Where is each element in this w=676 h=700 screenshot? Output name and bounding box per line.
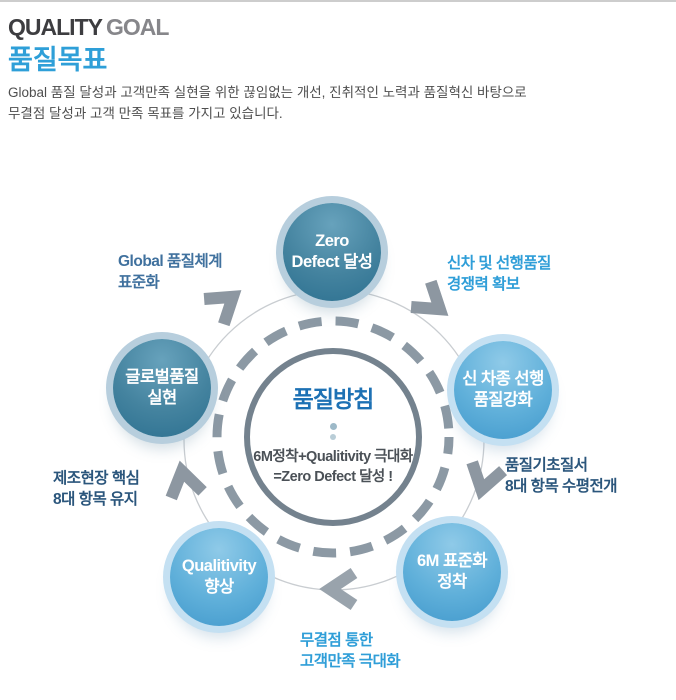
caption-global-standardization: Global 품질체계 표준화 <box>118 253 223 291</box>
flow-arrow-top-left-icon <box>203 290 242 327</box>
eyebrow-strong: QUALITY <box>8 14 103 40</box>
eyebrow-light: GOAL <box>105 14 169 40</box>
flow-arrow-right-icon <box>466 460 508 501</box>
top-divider <box>0 0 676 2</box>
node-global-quality: 글로벌품질 실현 <box>113 339 211 437</box>
flow-arrow-top-right-icon <box>410 279 449 316</box>
center-formula-line-2: =Zero Defect 달성 ! <box>273 468 393 485</box>
dashed-ring <box>212 316 454 558</box>
flow-arrow-bottom-icon <box>319 568 358 610</box>
node-zero-defect: Zero Defect 달성 <box>283 203 381 301</box>
description-line-1: Global 품질 달성과 고객만족 실현을 위한 끊임없는 개선, 진취적인 … <box>8 85 527 101</box>
page-description: Global 품질 달성과 고객만족 실현을 위한 끊임없는 개선, 진취적인 … <box>8 83 668 124</box>
center-policy-circle: 품질방침 6M정착+Qualitivity 극대화 =Zero Defect 달… <box>244 348 422 526</box>
caption-customer-satisfaction: 무결점 통한 고객만족 극대화 <box>300 632 401 670</box>
flow-arrow-left-icon <box>165 460 207 501</box>
caption-basic-quality-order: 품질기초질서 8대 항목 수평전개 <box>505 457 618 495</box>
center-formula-line-1: 6M정착+Qualitivity 극대화 <box>253 449 413 465</box>
node-6m-standardization: 6M 표준화 정착 <box>403 523 501 621</box>
page-title: 품질목표 <box>8 45 108 75</box>
caption-manufacturing-site-items: 제조현장 핵심 8대 항목 유지 <box>53 470 140 508</box>
caption-new-car-competitiveness: 신차 및 선행품질 경쟁력 확보 <box>447 255 551 293</box>
center-policy-title: 품질방침 <box>292 386 375 412</box>
center-policy-formula: 6M정착+Qualitivity 극대화 =Zero Defect 달성 ! <box>253 448 413 487</box>
description-line-2: 무결점 달성과 고객 만족 목표를 가지고 있습니다. <box>8 105 283 121</box>
node-new-model-quality: 신 차종 선행 품질강화 <box>454 341 552 439</box>
separator-dots-icon <box>329 423 337 440</box>
node-qualitivity: Qualitivity 향상 <box>170 528 268 626</box>
